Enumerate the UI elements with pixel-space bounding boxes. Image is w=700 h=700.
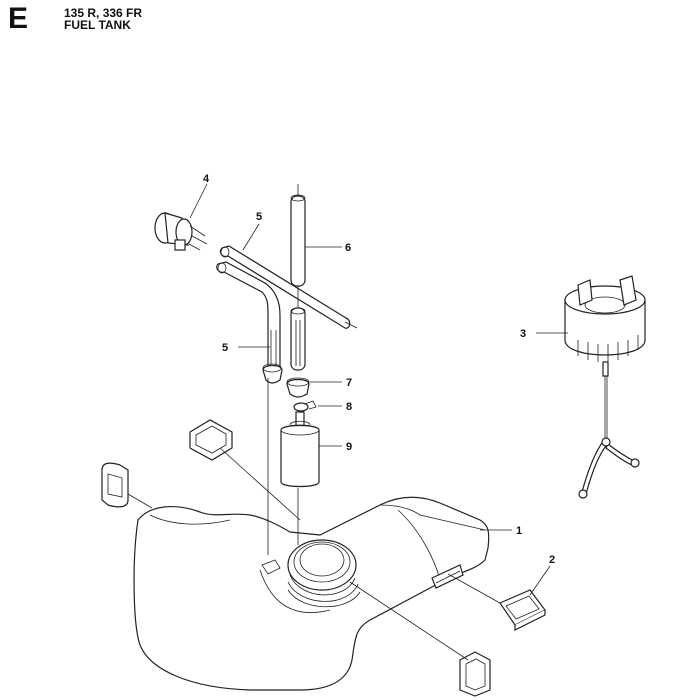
diagram-title: FUEL TANK <box>64 18 131 32</box>
callout-5-lower: 5 <box>222 342 228 354</box>
callout-3: 3 <box>520 328 526 340</box>
rubber-buffer-part[interactable] <box>499 589 546 631</box>
primer-bulb-part[interactable] <box>154 212 208 251</box>
tank-mount-buffer-lower[interactable] <box>459 651 491 697</box>
callout-9: 9 <box>346 441 352 453</box>
callout-7: 7 <box>346 377 352 389</box>
tank-mount-buffer-upper[interactable] <box>189 419 233 461</box>
tank-mount-buffer-left[interactable] <box>101 462 129 508</box>
fuel-hose-upper[interactable] <box>219 245 351 329</box>
filter-hose-part[interactable] <box>290 184 306 371</box>
leader-lines <box>127 183 568 661</box>
section-letter: E <box>8 2 29 35</box>
fuel-tank-part[interactable] <box>133 496 490 691</box>
callout-1: 1 <box>516 525 522 537</box>
callout-6: 6 <box>345 242 351 254</box>
callout-8: 8 <box>346 401 352 413</box>
hose-clamp-part[interactable] <box>293 400 317 412</box>
callout-2: 2 <box>549 554 555 566</box>
model-numbers: 135 R, 336 FR <box>64 6 143 20</box>
callout-4: 4 <box>203 173 210 185</box>
fuel-filter-part[interactable] <box>280 411 320 488</box>
fuel-cap-part[interactable] <box>564 275 646 499</box>
callout-5-upper: 5 <box>256 211 262 223</box>
